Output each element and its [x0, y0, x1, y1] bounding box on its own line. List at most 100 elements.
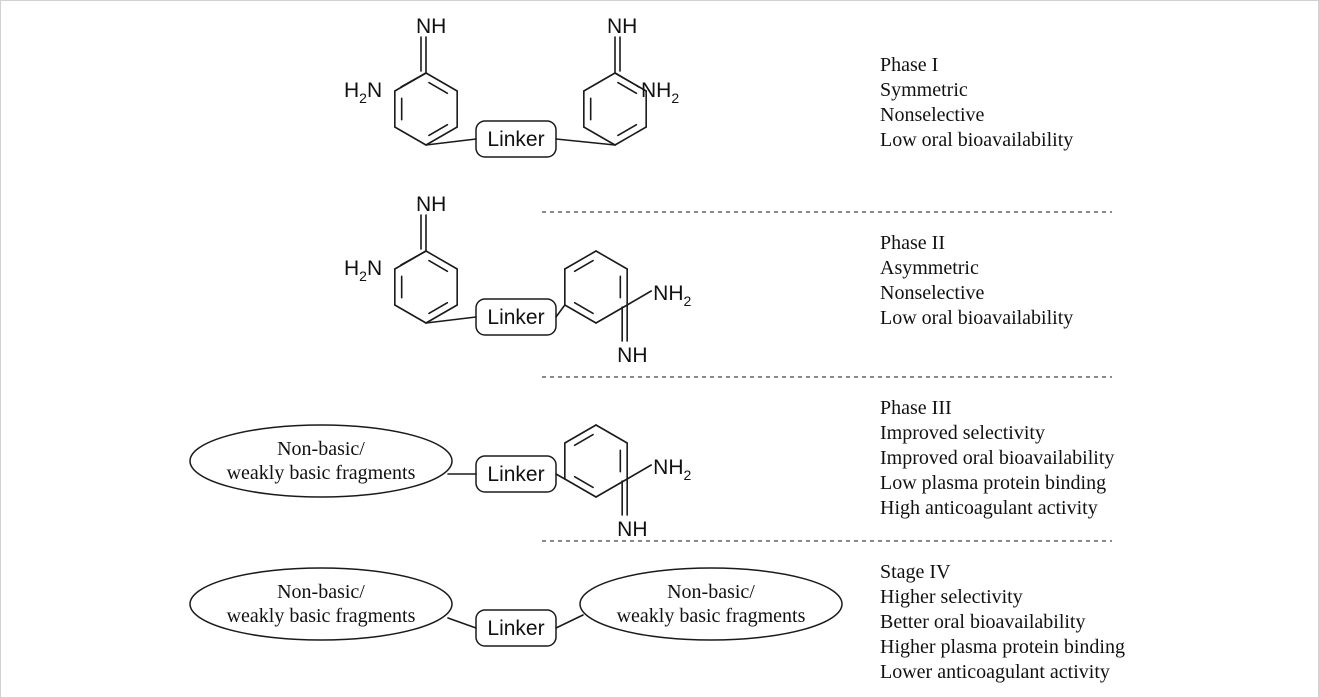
- amine-label: NH2: [653, 456, 691, 483]
- ring-bond: [564, 304, 597, 324]
- ring-bond: [394, 304, 427, 324]
- amine-subscript: 2: [684, 293, 692, 309]
- ring-double-bond: [617, 123, 638, 137]
- phase-property: Asymmetric: [880, 257, 979, 279]
- ring-double-bond: [428, 81, 449, 95]
- phase-title: Stage IV: [880, 561, 951, 583]
- linker-label: Linker: [487, 463, 544, 486]
- linker-bond: [425, 316, 477, 324]
- ring-double-bond: [428, 259, 449, 273]
- phase-property: Better oral bioavailability: [880, 611, 1086, 633]
- ring-bond: [394, 126, 427, 146]
- amine-bond: [626, 464, 652, 480]
- ring-double-bond: [573, 475, 594, 489]
- fragment-line2: weakly basic fragments: [227, 462, 416, 484]
- fragment-ellipse: Non-basic/weakly basic fragments: [579, 567, 843, 641]
- phase-property: Improved oral bioavailability: [880, 447, 1114, 469]
- amine-bond: [400, 72, 427, 88]
- structure-stage-4: Non-basic/weakly basic fragmentsNon-basi…: [189, 567, 843, 647]
- amine-h: H: [344, 257, 359, 280]
- fragment-outline: [189, 567, 453, 641]
- ring-double-bond: [573, 301, 594, 315]
- linker-bond: [555, 138, 616, 146]
- phase-title: Phase I: [880, 54, 938, 76]
- fragment-line2: weakly basic fragments: [227, 605, 416, 627]
- ring-bond: [564, 424, 597, 444]
- linker-bond: [555, 614, 584, 629]
- ring-bond: [583, 126, 616, 146]
- fragment-line1: Non-basic/: [667, 581, 755, 603]
- ring-double-bond: [573, 433, 594, 447]
- linker-bond: [555, 304, 566, 318]
- fragment-ellipse: Non-basic/weakly basic fragments: [189, 567, 453, 641]
- phase-property: Higher selectivity: [880, 586, 1023, 608]
- amine-bond: [626, 290, 652, 306]
- ring-double-bond: [617, 81, 638, 95]
- benzene-ring: [583, 72, 647, 146]
- benzene-ring: [394, 72, 458, 146]
- amine-subscript: 2: [684, 467, 692, 483]
- fragment-outline: [189, 424, 453, 498]
- phase-property: Low oral bioavailability: [880, 129, 1073, 151]
- linker-box: Linker: [475, 120, 557, 158]
- linker-box: Linker: [475, 609, 557, 647]
- imine-label: NH: [416, 15, 446, 38]
- phase-property: Low oral bioavailability: [880, 307, 1073, 329]
- ring-bond: [583, 72, 616, 92]
- amine-subscript: 2: [359, 268, 367, 284]
- ring-bond: [425, 304, 458, 324]
- phase-property: High anticoagulant activity: [880, 497, 1098, 519]
- imine-label: NH: [617, 344, 647, 367]
- amine-h: H: [344, 79, 359, 102]
- amine-label: NH2: [653, 282, 691, 309]
- amine-nh: NH: [641, 79, 671, 102]
- linker-bond: [425, 138, 477, 146]
- linker-label: Linker: [487, 617, 544, 640]
- ring-double-bond: [573, 259, 594, 273]
- phase-title: Phase II: [880, 232, 945, 254]
- amidine-group: NH H2N: [344, 193, 446, 284]
- imine-label: NH: [607, 15, 637, 38]
- phase-title: Phase III: [880, 397, 952, 419]
- phase-property: Nonselective: [880, 282, 985, 304]
- linker-label: Linker: [487, 128, 544, 151]
- ring-bond: [595, 424, 628, 444]
- benzene-ring: [564, 250, 628, 324]
- linker-box: Linker: [475, 455, 557, 493]
- ring-bond: [564, 478, 597, 498]
- imine-label: NH: [617, 518, 647, 541]
- amine-n: N: [367, 257, 382, 280]
- linker-bond: [555, 473, 566, 480]
- phase-property: Nonselective: [880, 104, 985, 126]
- amine-label: NH2: [641, 79, 679, 106]
- linker-bond: [447, 617, 477, 629]
- phase-property: Improved selectivity: [880, 422, 1045, 444]
- phase-property: Lower anticoagulant activity: [880, 661, 1110, 683]
- amine-nh: NH: [653, 456, 683, 479]
- fragment-line1: Non-basic/: [277, 438, 365, 460]
- amine-n: N: [367, 79, 382, 102]
- amine-bond: [400, 250, 427, 266]
- imine-label: NH: [416, 193, 446, 216]
- fragment-line2: weakly basic fragments: [617, 605, 806, 627]
- fragment-ellipse: Non-basic/weakly basic fragments: [189, 424, 453, 498]
- ring-bond: [614, 126, 647, 146]
- amine-bond: [614, 72, 640, 88]
- fragment-line1: Non-basic/: [277, 581, 365, 603]
- structures-layer: NHH2NNHNH2LinkerNHH2NNH2NHLinkerNon-basi…: [189, 15, 843, 647]
- phase-property: Symmetric: [880, 79, 968, 101]
- phase-property: Low plasma protein binding: [880, 472, 1106, 494]
- amine-label: H2N: [344, 79, 382, 106]
